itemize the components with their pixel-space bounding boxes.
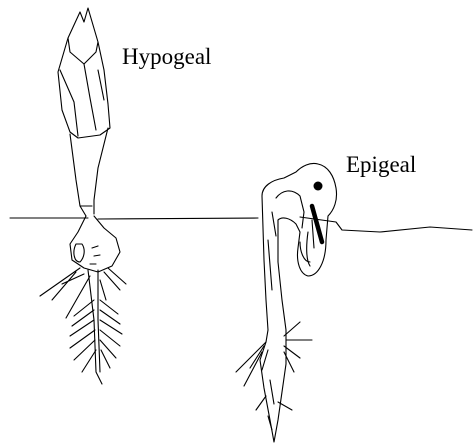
- hypogeal-seedling: [40, 8, 126, 384]
- hypogeal-root: [88, 270, 102, 384]
- hypogeal-stem: [70, 128, 108, 216]
- epigeal-label: Epigeal: [346, 152, 416, 177]
- epigeal-seedling: [236, 163, 337, 442]
- hypogeal-shoot-tip: [58, 8, 110, 138]
- cotyledon-dot: [314, 182, 323, 191]
- hypogeal-label: Hypogeal: [122, 44, 211, 69]
